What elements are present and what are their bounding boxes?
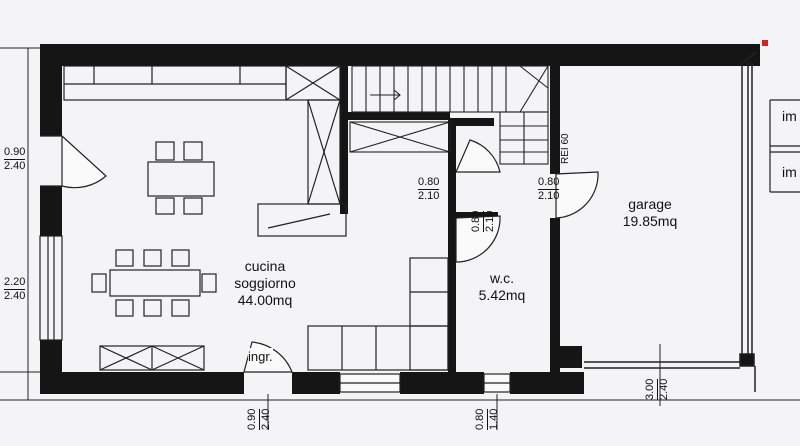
west-door-swing <box>61 134 107 189</box>
wall-stair-west <box>340 62 348 214</box>
sofa <box>307 257 449 371</box>
west-window-dimension: 2.20 2.40 <box>4 276 26 302</box>
entrance-door-dimension: 0.90 2.40 <box>246 408 272 430</box>
accent-mark <box>762 40 768 46</box>
wall-south-d <box>510 372 584 394</box>
right-edge-label-top: im <box>782 108 797 124</box>
garage-east <box>584 51 757 392</box>
south-windows <box>339 373 511 393</box>
garage-gate-height: 2.40 <box>658 378 670 400</box>
wc-window-dimension: 0.80 1.40 <box>474 408 500 430</box>
wall-west-mid <box>40 186 62 236</box>
stair-door-height: 2.10 <box>418 190 440 202</box>
garage-label: garage 19.85mq <box>600 196 700 230</box>
living-room-name-1: cucina <box>244 258 286 274</box>
dining-table-large <box>91 249 217 317</box>
dimension-lines <box>267 344 661 430</box>
staircase <box>349 65 549 165</box>
wc-window-height: 1.40 <box>488 408 500 430</box>
wall-stair-divider <box>345 112 450 120</box>
garage-name: garage <box>628 196 672 212</box>
wc-door-width: 0.80 <box>470 210 484 232</box>
entrance-door-height: 2.40 <box>260 408 272 430</box>
stair-door-dimension: 0.80 2.10 <box>418 176 440 202</box>
outside-lines <box>0 47 800 401</box>
west-door-width: 0.90 <box>4 146 26 160</box>
fire-rating-label: REI 60 <box>560 133 571 164</box>
doors <box>40 134 599 373</box>
wall-garage-west-low <box>550 218 560 374</box>
wall-wc-stub <box>448 212 498 218</box>
garage-door-swing <box>555 171 599 219</box>
entrance-door-width: 0.90 <box>246 408 260 430</box>
stair-door-swing <box>455 139 501 173</box>
wc-area: 5.42mq <box>478 287 526 303</box>
west-window <box>39 235 63 341</box>
garage-door-height: 2.10 <box>538 190 560 202</box>
stair-door-width: 0.80 <box>418 176 440 190</box>
wall-wc-north <box>454 118 494 126</box>
west-window-width: 2.20 <box>4 276 26 290</box>
wc-door-swing <box>455 215 501 263</box>
living-room-label: cucina soggiorno 44.00mq <box>210 258 320 309</box>
garage-door-dimension: 0.80 2.10 <box>538 176 560 202</box>
wall-garage-west <box>550 62 560 174</box>
entrance-label: ingr. <box>248 348 273 365</box>
dining-table-small <box>147 141 215 215</box>
wall-south-c <box>400 372 484 394</box>
right-edge-label-mid: im <box>782 164 797 180</box>
wc-window-width: 0.80 <box>474 408 488 430</box>
wc-door-dimension: 0.80 2.10 <box>470 210 496 232</box>
wall-south-a <box>40 372 244 394</box>
wall-north <box>40 44 760 66</box>
garage-door-width: 0.80 <box>538 176 560 190</box>
wc-label: w.c. 5.42mq <box>462 270 542 304</box>
wc-name: w.c. <box>489 270 515 286</box>
wall-south-b <box>292 372 340 394</box>
living-room-name-2: soggiorno <box>234 275 296 291</box>
garage-area: 19.85mq <box>622 213 678 229</box>
garage-gate-dimension: 3.00 2.40 <box>644 378 670 400</box>
west-window-height: 2.40 <box>4 290 26 302</box>
walls <box>40 44 760 394</box>
wall-garage-pillar <box>556 346 582 368</box>
west-door-dimension: 0.90 2.40 <box>4 146 26 172</box>
wall-west-top <box>40 44 62 136</box>
west-door-height: 2.40 <box>4 160 26 172</box>
kitchen-counter <box>63 65 347 237</box>
right-edge-lines <box>769 99 800 193</box>
garage-gate-width: 3.00 <box>644 378 658 400</box>
living-room-area: 44.00mq <box>237 292 293 308</box>
wall-wc-west <box>448 118 456 374</box>
sideboard <box>99 345 205 371</box>
wc-door-height: 2.10 <box>484 210 496 232</box>
